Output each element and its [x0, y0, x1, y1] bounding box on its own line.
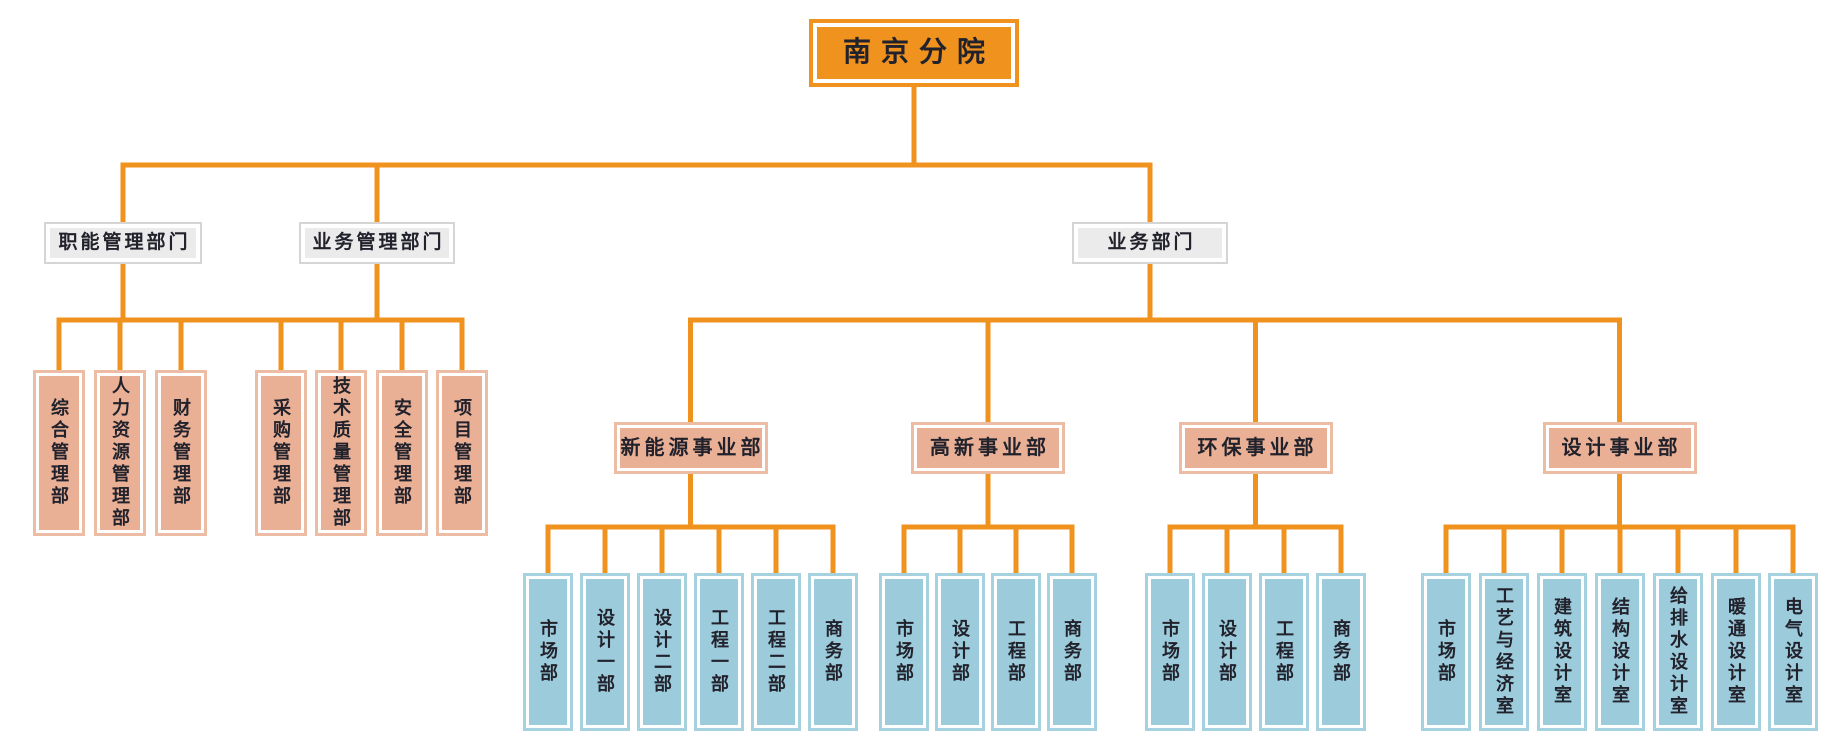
- operational-dept-box-label: 建筑设计室: [1552, 597, 1572, 707]
- operational-dept-box: 工程部: [991, 573, 1041, 731]
- branch-box-1-label: 业务管理部门: [312, 232, 445, 254]
- operational-dept-box-label: 市场部: [1160, 619, 1180, 685]
- management-dept-box-label: 财务管理部: [171, 398, 191, 508]
- operational-dept-box: 商务部: [1047, 573, 1097, 731]
- operational-dept-box-label: 设计部: [950, 619, 970, 685]
- operational-dept-box: 设计二部: [637, 573, 687, 731]
- management-dept-box: 采购管理部: [255, 370, 307, 536]
- operational-dept-box-label: 工程二部: [766, 608, 786, 696]
- management-dept-box-label: 综合管理部: [49, 398, 69, 508]
- operational-dept-box-label: 工艺与经济室: [1494, 586, 1514, 718]
- operational-dept-box-label: 工程部: [1006, 619, 1026, 685]
- division-box-2-label: 环保事业部: [1197, 436, 1318, 459]
- operational-dept-box: 商务部: [1316, 573, 1366, 731]
- management-dept-box-label: 项目管理部: [452, 398, 472, 508]
- division-box-3-label: 设计事业部: [1561, 436, 1682, 459]
- management-dept-box: 财务管理部: [155, 370, 207, 536]
- operational-dept-box-label: 工程部: [1274, 619, 1294, 685]
- operational-dept-box-label: 设计部: [1217, 619, 1237, 685]
- operational-dept-box: 结构设计室: [1595, 573, 1645, 731]
- division-box-1: 高新事业部: [911, 422, 1065, 474]
- branch-box-business-label: 业务部门: [1107, 232, 1196, 254]
- operational-dept-box: 市场部: [1421, 573, 1471, 731]
- operational-dept-box-label: 设计二部: [652, 608, 672, 696]
- operational-dept-box-label: 商务部: [1331, 619, 1351, 685]
- branch-box-business: 业务部门: [1072, 222, 1228, 264]
- operational-dept-box-label: 商务部: [1062, 619, 1082, 685]
- operational-dept-box-label: 市场部: [1436, 619, 1456, 685]
- management-dept-box: 综合管理部: [33, 370, 85, 536]
- operational-dept-box: 设计部: [935, 573, 985, 731]
- operational-dept-box: 商务部: [808, 573, 858, 731]
- operational-dept-box-label: 暖通设计室: [1726, 597, 1746, 707]
- operational-dept-box: 暖通设计室: [1711, 573, 1761, 731]
- operational-dept-box-label: 设计一部: [595, 608, 615, 696]
- branch-box-0: 职能管理部门: [44, 222, 202, 264]
- branch-box-1: 业务管理部门: [299, 222, 455, 264]
- operational-dept-box-label: 工程一部: [709, 608, 729, 696]
- operational-dept-box: 工艺与经济室: [1479, 573, 1529, 731]
- division-box-1-label: 高新事业部: [930, 436, 1050, 459]
- branch-box-0-label: 职能管理部门: [58, 232, 191, 254]
- operational-dept-box-label: 给排水设计室: [1668, 586, 1688, 718]
- operational-dept-box: 工程部: [1259, 573, 1309, 731]
- management-dept-box-label: 人力资源管理部: [110, 376, 130, 530]
- management-dept-box: 项目管理部: [436, 370, 488, 536]
- operational-dept-box-label: 市场部: [894, 619, 914, 685]
- management-dept-box-label: 采购管理部: [271, 398, 291, 508]
- division-box-2: 环保事业部: [1178, 422, 1333, 474]
- operational-dept-box-label: 结构设计室: [1610, 597, 1630, 707]
- operational-dept-box: 电气设计室: [1768, 573, 1818, 731]
- management-dept-box: 技术质量管理部: [315, 370, 367, 536]
- operational-dept-box-label: 电气设计室: [1783, 597, 1803, 707]
- management-dept-box: 人力资源管理部: [94, 370, 146, 536]
- management-dept-box-label: 技术质量管理部: [331, 376, 351, 530]
- operational-dept-box: 市场部: [1145, 573, 1195, 731]
- division-box-3: 设计事业部: [1542, 422, 1697, 474]
- division-box-0: 新能源事业部: [613, 422, 768, 474]
- operational-dept-box: 建筑设计室: [1537, 573, 1587, 731]
- operational-dept-box: 工程一部: [694, 573, 744, 731]
- org-root-label: 南京分院: [842, 36, 995, 68]
- operational-dept-box: 工程二部: [751, 573, 801, 731]
- operational-dept-box-label: 市场部: [538, 619, 558, 685]
- division-box-0-label: 新能源事业部: [620, 436, 765, 459]
- operational-dept-box: 设计一部: [580, 573, 630, 731]
- management-dept-box-label: 安全管理部: [392, 398, 412, 508]
- operational-dept-box: 给排水设计室: [1653, 573, 1703, 731]
- org-root-box: 南京分院: [809, 19, 1019, 87]
- operational-dept-box: 设计部: [1202, 573, 1252, 731]
- operational-dept-box-label: 商务部: [823, 619, 843, 685]
- management-dept-box: 安全管理部: [376, 370, 428, 536]
- operational-dept-box: 市场部: [879, 573, 929, 731]
- operational-dept-box: 市场部: [523, 573, 573, 731]
